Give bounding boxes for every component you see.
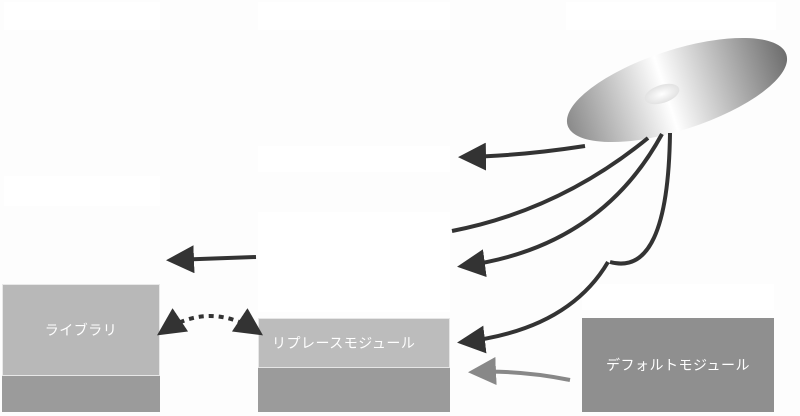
- library-replace-dotted-arrow: [157, 308, 263, 336]
- ghost-panel-top-left: [4, 2, 160, 30]
- replace-module-label: リプレースモジュール: [272, 336, 416, 352]
- ghost-panel-mid-left: [4, 176, 160, 206]
- default-to-replace-arrow: [468, 357, 571, 386]
- replace-module-base: [258, 368, 450, 412]
- disc-arrow-5: [457, 260, 610, 354]
- center-to-left-arrow: [166, 245, 257, 274]
- ghost-panel-right: [582, 284, 774, 310]
- default-module-box: [582, 318, 774, 412]
- disc-arrow-1: [458, 142, 586, 171]
- disc-arrow-3: [457, 133, 664, 278]
- ghost-panel-mid-middle: [258, 146, 450, 172]
- disc-arrow-2: [451, 136, 650, 233]
- default-module-label: デフォルトモジュール: [605, 358, 751, 374]
- library-label: ライブラリ: [44, 323, 118, 339]
- ghost-panel-top-middle: [258, 2, 450, 30]
- replace-module-box: [258, 318, 450, 368]
- library-base: [2, 376, 160, 412]
- ghost-panel-top-right: [566, 2, 776, 30]
- disc-arrow-4: [609, 132, 672, 266]
- disc-icon: [566, 37, 788, 143]
- ghost-panel-center: [258, 212, 450, 312]
